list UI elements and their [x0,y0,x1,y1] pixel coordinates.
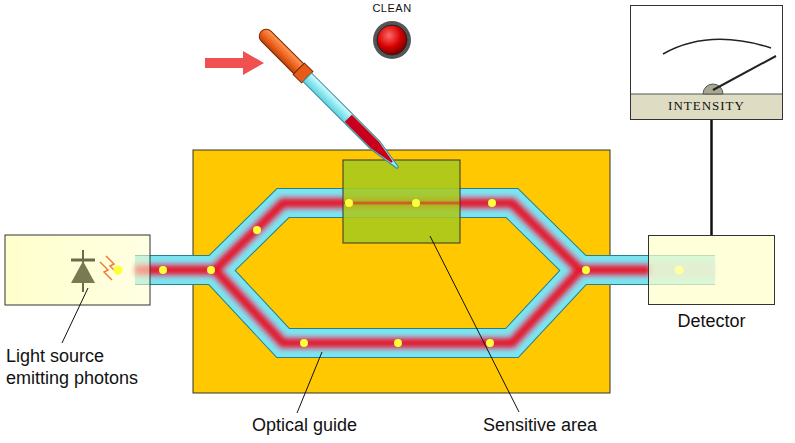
intensity-meter: INTENSITY [630,5,783,120]
meter-needle [713,56,776,90]
part-label: Light source emitting photons [6,346,166,389]
clean-button [373,21,411,59]
photon-dots [114,199,684,347]
diode-symbol [71,250,118,292]
dial-scale [663,39,771,54]
detector-label: Detector [677,311,745,332]
dial-face [631,6,782,94]
signal-wire [710,120,713,235]
part-label: Optical guide [252,415,357,437]
dial-band [631,94,782,119]
clean-button-cap [377,25,407,55]
guide-core [343,202,460,205]
pointer-arrow [205,51,264,75]
detector-box: Detector [648,235,775,305]
button-label: CLEAN [372,2,411,15]
meter-label: INTENSITY [668,98,745,114]
part-label: Sensitive area [483,415,597,437]
sensitive-area [343,160,460,243]
light-source-box [5,235,150,305]
